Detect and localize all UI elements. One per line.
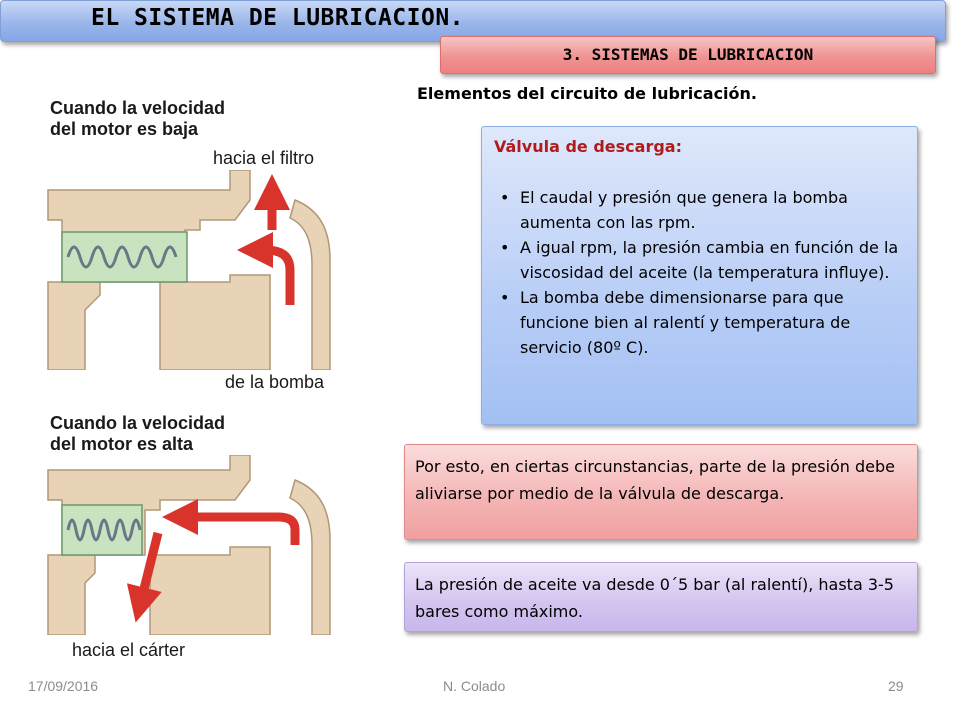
label-to-crankcase: hacia el cárter [72,640,186,660]
bullet-marker: • [500,238,510,257]
figure-top-caption-line2: del motor es baja [50,119,199,139]
subtitle-bar: 3. SISTEMAS DE LUBRICACION [440,36,936,74]
figure-bottom-caption-line1: Cuando la velocidad [50,413,226,433]
list-item-text: A igual rpm, la presión cambia en funció… [520,238,899,282]
pressure-note-text: La presión de aceite va desde 0´5 bar (a… [415,575,894,621]
figure-top-caption: Cuando la velocidad del motor es baja [50,98,225,140]
list-item: • La bomba debe dimensionarse para que f… [482,285,902,360]
figure-bottom-caption-line2: del motor es alta [50,434,194,454]
valve-body-lower [47,274,271,370]
list-item-text: La bomba debe dimensionarse para que fun… [520,288,851,357]
footer-date: 17/09/2016 [28,678,99,694]
relief-note-box: Por esto, en ciertas circunstancias, par… [404,444,918,540]
figure-bottom-caption: Cuando la velocidad del motor es alta [50,413,225,455]
slide-subtitle: 3. SISTEMAS DE LUBRICACION [562,45,814,64]
figure-top-caption-line1: Cuando la velocidad [50,98,226,118]
spring-chamber [61,231,188,283]
coil-spring-icon [66,518,142,542]
bullet-marker: • [500,288,510,307]
outer-channel-wall [289,198,331,370]
flow-arrow-in-icon [162,499,300,545]
valve-box-title: Válvula de descarga: [494,137,682,156]
list-item-text: El caudal y presión que genera la bomba … [520,188,848,232]
valve-diagram-low-speed [47,170,331,370]
lead-heading: Elementos del circuito de lubricación. [417,84,757,103]
list-item: • A igual rpm, la presión cambia en func… [482,235,902,285]
slide-title: EL SISTEMA DE LUBRICACION. [91,5,465,31]
relief-note-text: Por esto, en ciertas circunstancias, par… [415,457,896,503]
pressure-note-box: La presión de aceite va desde 0´5 bar (a… [404,562,918,632]
spring-chamber-b [61,504,143,556]
title-bar: EL SISTEMA DE LUBRICACION. [0,0,946,42]
bullet-marker: • [500,188,510,207]
valve-diagram-high-speed [47,455,331,635]
flow-arrow-out-icon [126,531,163,623]
valve-description-box: Válvula de descarga: • El caudal y presi… [481,126,918,425]
valve-body-lower-b [47,546,271,635]
outer-channel-wall-b [289,478,331,635]
footer-author: N. Colado [443,678,506,694]
footer-page-number: 29 [888,678,904,694]
label-to-filter: hacia el filtro [213,148,315,168]
flow-arrow-in-icon [237,232,295,305]
label-from-pump: de la bomba [225,372,325,392]
coil-spring-icon [66,245,178,269]
list-item: • El caudal y presión que genera la bomb… [482,185,902,235]
valve-bullet-list: • El caudal y presión que genera la bomb… [482,185,902,360]
